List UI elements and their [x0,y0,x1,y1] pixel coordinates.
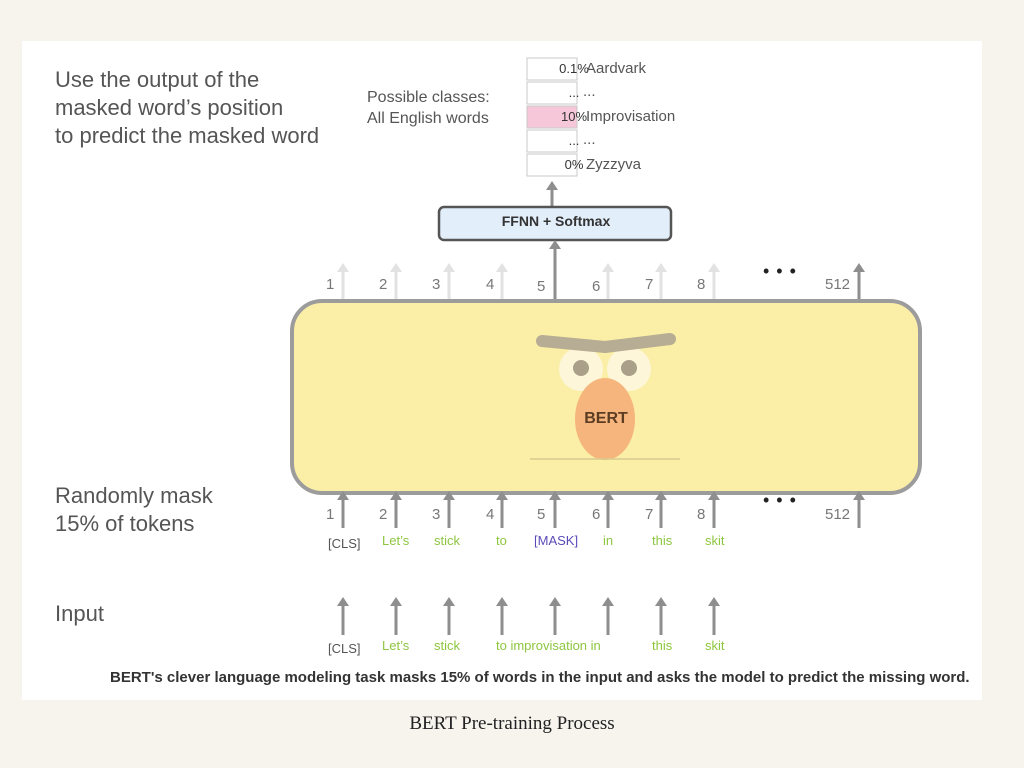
predict-heading-line-2: masked word’s position [55,95,284,120]
prob-cell-box-3 [526,105,578,129]
masked-token-stick: stick [434,533,460,548]
output-arrow-2-head [390,263,402,272]
input-ellipsis: • • • [763,490,797,510]
input-token-arrow-6-head [602,597,614,606]
bert-left-pupil [573,360,589,376]
output-arrow-7-head [708,263,720,272]
input-index-6: 6 [592,506,601,523]
input-token-arrow-8-head [708,597,720,606]
input-token-this: this [652,638,673,653]
output-arrow-6-head [655,263,667,272]
prob-cell-box-5 [526,153,578,177]
class-word-ellipsis-1: ... [583,83,596,100]
output-arrow-4-head [496,263,508,272]
input-index-1: 1 [326,506,335,523]
bert-label: BERT [584,410,628,427]
classes-label-line-1: Possible classes: [367,89,490,106]
output-arrow-1-head [337,263,349,272]
input-token-arrow-7-head [655,597,667,606]
input-token-stick: stick [434,638,460,653]
input-token-to-improvisation-in: to improvisation in [496,638,601,653]
output-arrow-5-head [602,263,614,272]
masked-token-to: to [496,533,507,548]
output-index-6: 6 [592,278,601,295]
class-word-zyzzyva: Zyzzyva [586,156,642,173]
class-word-ellipsis-2: ... [583,131,596,148]
input-to-model-arrow-7-head [655,491,667,500]
masked-token-lets: Let’s [382,533,410,548]
output-ellipsis: • • • [763,261,797,281]
bert-right-pupil [621,360,637,376]
prob-cell-box-1 [526,57,578,81]
input-token-arrow-1-head [337,597,349,606]
ffnn-to-distribution-arrow-head [546,181,558,190]
input-to-model-arrow-1-head [337,491,349,500]
input-token-skit: skit [705,638,725,653]
predict-heading-line-3: to predict the masked word [55,123,320,148]
slide-footer-title: BERT Pre-training Process [409,713,615,734]
bert-diagram [290,57,922,635]
input-index-5: 5 [537,506,546,523]
prob-cell-ellipsis-1: ... [568,85,580,100]
masked-token-skit: skit [705,533,725,548]
input-token-cls: [CLS] [328,641,361,656]
output-index-3: 3 [432,276,441,293]
input-index-2: 2 [379,506,388,523]
input-to-model-arrow-4-head [496,491,508,500]
class-word-aardvark: Aardvark [586,60,647,77]
masked-token-this: this [652,533,673,548]
class-word-improvisation: Improvisation [586,108,676,125]
position-5-to-ffnn-arrow-head [549,240,561,249]
output-index-8: 8 [697,276,706,293]
input-to-model-arrow-512-head [853,491,865,500]
input-token-arrow-4-head [496,597,508,606]
input-index-4: 4 [486,506,495,523]
slide-panel: Use the output of the masked word’s posi… [22,41,982,700]
masked-token-cls: [CLS] [328,536,361,551]
input-token-arrow-3-head [443,597,455,606]
input-to-model-arrow-3-head [443,491,455,500]
prob-cell-zyzzyva: 0% [564,157,584,172]
mask-heading-line-1: Randomly mask [55,483,213,508]
input-index-3: 3 [432,506,441,523]
output-index-512: 512 [825,276,851,293]
mask-heading-line-2: 15% of tokens [55,511,195,536]
input-heading: Input [55,601,104,626]
prob-cell-aardvark: 0.1% [559,61,589,76]
prob-cell-improvisation: 10% [560,109,588,124]
bert-nose [575,378,635,460]
output-index-5: 5 [537,278,546,295]
output-index-1: 1 [326,276,335,293]
input-to-model-arrow-8-head [708,491,720,500]
output-arrow-512-head [853,263,865,272]
output-index-7: 7 [645,276,654,293]
figure-caption: BERT's clever language modeling task mas… [110,669,970,686]
input-index-512: 512 [825,506,851,523]
prob-cell-ellipsis-2: ... [568,133,580,148]
prob-cell-box-4 [526,129,578,153]
predict-heading-line-1: Use the output of the [55,67,260,92]
prob-cell-box-2 [526,81,578,105]
output-arrow-3-head [443,263,455,272]
output-index-4: 4 [486,276,495,293]
input-index-8: 8 [697,506,706,523]
input-to-model-arrow-5-head [549,491,561,500]
classes-label-line-2: All English words [367,110,489,127]
output-index-2: 2 [379,276,388,293]
input-token-lets: Let’s [382,638,410,653]
masked-token-in: in [603,533,614,548]
bert-eyebrows [536,333,676,353]
input-to-model-arrow-2-head [390,491,402,500]
input-to-model-arrow-6-head [602,491,614,500]
masked-token-mask: [MASK] [534,533,579,548]
input-token-arrow-2-head [390,597,402,606]
input-index-7: 7 [645,506,654,523]
input-token-arrow-5-head [549,597,561,606]
ffnn-softmax-label: FFNN + Softmax [501,213,611,229]
